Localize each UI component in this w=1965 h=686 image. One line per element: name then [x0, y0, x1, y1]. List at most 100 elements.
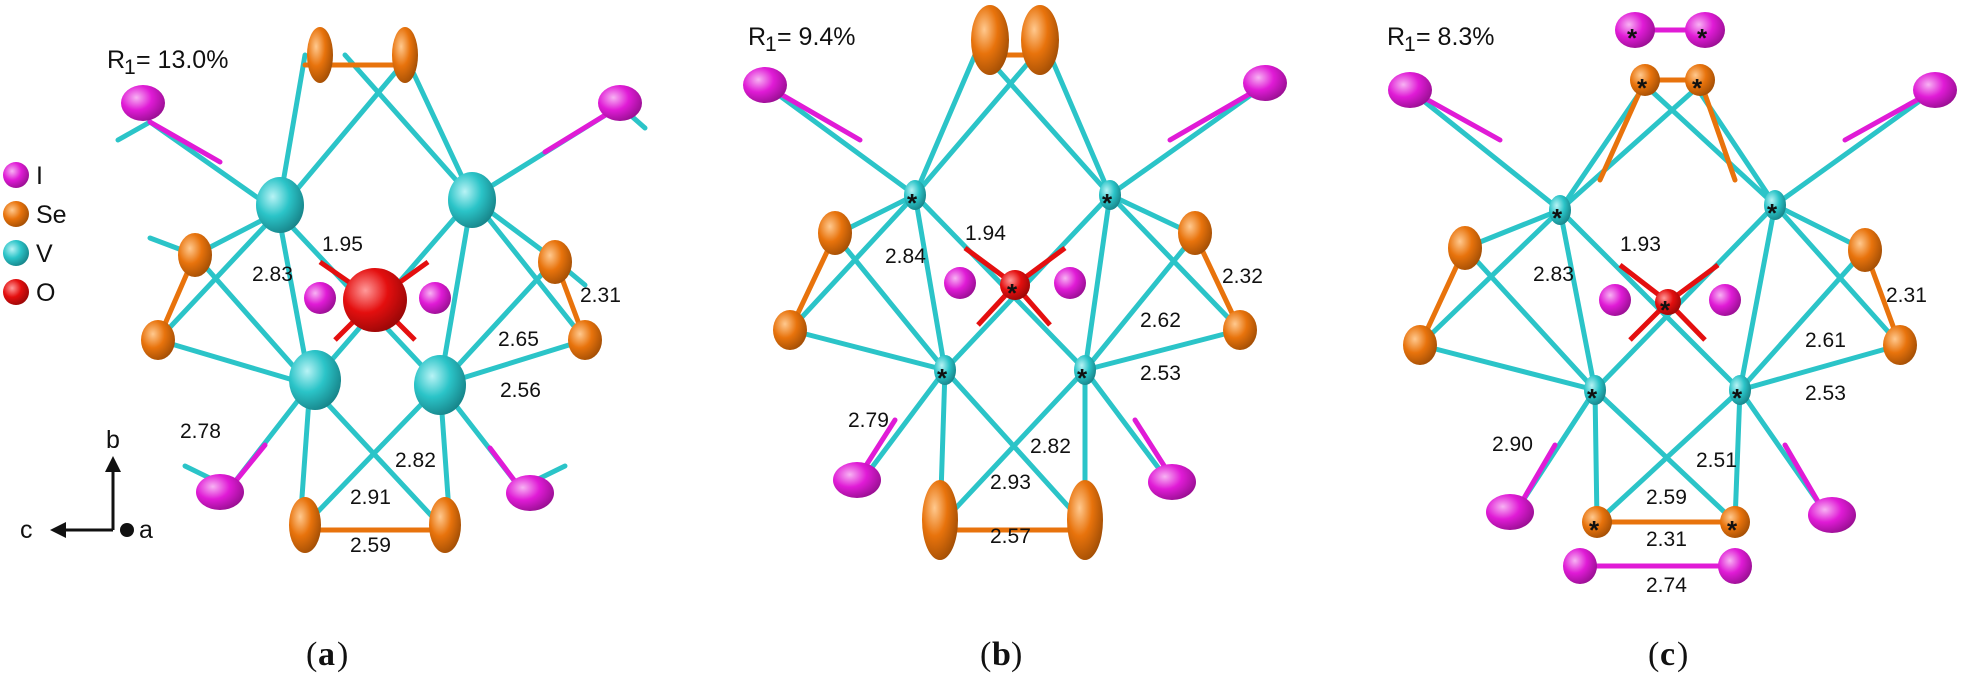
panel-a-bond-label: 2.78 [180, 420, 221, 443]
panel-c-caption-close: ) [1677, 636, 1688, 673]
panel-c: * * * * * * * * * * * R 1 = 8.3% 1.93 2.… [1387, 12, 1957, 673]
panel-c-bond-label: 1.93 [1620, 233, 1661, 256]
panel-b-atom-marker: * [907, 188, 918, 218]
panel-b-oxygen-atom [1000, 270, 1030, 300]
panel-a-r-sub: 1 [124, 56, 136, 79]
panel-a-iodine-atom [598, 85, 642, 121]
panel-c-bond-label: 2.31 [1886, 284, 1927, 307]
panel-b-iodine-atom [944, 267, 976, 299]
axis-triad: b c a [20, 426, 153, 544]
panel-b-bond-label: 2.82 [1030, 435, 1071, 458]
panel-b-r-value: = 9.4% [777, 23, 856, 51]
panel-b: * * * * * R 1 = 9.4% 1.94 2.84 2.32 2.62… [743, 5, 1287, 673]
panel-a-iodine-atom [196, 474, 244, 510]
panel-b-bond-label: 2.93 [990, 471, 1031, 494]
panel-b-bond-label: 2.62 [1140, 309, 1181, 332]
panel-a-vanadium-atom [448, 172, 496, 228]
panel-c-selenium-atom [1582, 506, 1612, 538]
panel-b-r-prefix: R [748, 23, 766, 51]
panel-c-caption-open: ( [1648, 636, 1659, 673]
panel-b-r-sub: 1 [765, 33, 777, 56]
panel-b-iodine-atom [833, 462, 881, 498]
panel-a-caption-close: ) [337, 636, 348, 673]
panel-c-iodine-atom [1709, 284, 1741, 316]
panel-a-iodine-atom [419, 282, 451, 314]
panel-b-atom-marker: * [937, 363, 948, 393]
legend-item-selenium: Se [3, 201, 67, 229]
panel-a-iodine-atom [304, 282, 336, 314]
panel-a-iodine-atom [121, 85, 165, 121]
panel-b-iodine-atom [1054, 267, 1086, 299]
panel-b-selenium-atom [1021, 5, 1059, 75]
panel-c-r-value: = 8.3% [1416, 23, 1495, 51]
panel-b-caption-close: ) [1011, 636, 1022, 673]
panel-a-bond-label: 1.95 [322, 233, 363, 256]
panel-c-caption-letter: c [1660, 636, 1675, 673]
panel-b-bond-label: 2.84 [885, 245, 926, 268]
panel-b-selenium-atom [971, 5, 1009, 75]
panel-b-selenium-atom [922, 480, 958, 560]
panel-b-atom-marker: * [1077, 363, 1088, 393]
panel-c-bond-label: 2.53 [1805, 382, 1846, 405]
panel-c-selenium-atom [1685, 64, 1715, 96]
legend-item-iodine: I [3, 162, 43, 190]
panel-a-bond-label: 2.83 [252, 263, 293, 286]
panel-a-bond-label: 2.82 [395, 449, 436, 472]
panel-c-iodine-atom [1718, 548, 1752, 584]
panel-c-bond-label: 2.51 [1696, 449, 1737, 472]
legend-label-oxygen: O [36, 279, 55, 307]
panel-c-atom-marker: * [1637, 73, 1648, 103]
a-axis-dot [120, 523, 134, 537]
panel-a-selenium-atom [568, 320, 602, 360]
panel-b-iodine-atom [1148, 464, 1196, 500]
panel-b-vanadium-atom [904, 180, 926, 210]
panel-c-iodine-atom [1615, 12, 1655, 48]
panel-c-bond-label: 2.31 [1646, 528, 1687, 551]
panel-a: R 1 = 13.0% 1.95 2.83 2.31 2.65 2.56 2.7… [107, 27, 648, 673]
panel-c-atom-marker: * [1727, 515, 1738, 545]
panel-c-vanadium-atom [1729, 375, 1751, 405]
axis-c-label: c [20, 516, 33, 544]
panel-b-bond-label: 2.53 [1140, 362, 1181, 385]
panel-a-bond-label: 2.59 [350, 534, 391, 557]
panel-c-atom-marker: * [1767, 198, 1778, 228]
panel-b-bond-label: 2.79 [848, 409, 889, 432]
panel-c-bond-label: 2.74 [1646, 574, 1687, 597]
panel-c-atom-marker: * [1660, 295, 1671, 325]
panel-a-r-prefix: R [107, 46, 125, 74]
legend-item-vanadium: V [3, 240, 53, 268]
panel-c-selenium-atom [1848, 228, 1882, 272]
panel-c-atom-marker: * [1589, 515, 1600, 545]
panel-a-oxygen-atom [343, 268, 407, 332]
panel-a-iodine-atom [506, 475, 554, 511]
panel-c-iodine-atom [1913, 72, 1957, 108]
panel-b-vanadium-atom [934, 355, 956, 385]
legend: I Se V O [3, 162, 67, 307]
panel-c-vanadium-atom [1584, 375, 1606, 405]
panel-c-selenium-atom [1448, 226, 1482, 270]
panel-c-selenium-atom [1883, 325, 1917, 365]
panel-a-vanadium-atom [256, 177, 304, 233]
panel-b-selenium-atom [773, 310, 807, 350]
panel-a-bond-label: 2.56 [500, 379, 541, 402]
panel-a-vanadium-atom [289, 350, 341, 410]
panel-c-iodine-atom [1486, 494, 1534, 530]
panel-a-bond-label: 2.91 [350, 486, 391, 509]
panel-c-atom-marker: * [1732, 383, 1743, 413]
panel-b-selenium-atom [1067, 480, 1103, 560]
panel-c-r-sub: 1 [1404, 33, 1416, 56]
panel-c-iodine-atom [1563, 548, 1597, 584]
panel-b-selenium-atom [1223, 310, 1257, 350]
panel-b-iodine-atom [1243, 65, 1287, 101]
panel-c-v-bonds [1407, 82, 1938, 525]
panel-c-selenium-atom [1720, 506, 1750, 538]
panel-b-bond-label: 2.32 [1222, 265, 1263, 288]
panel-c-iodine-atom [1388, 72, 1432, 108]
panel-b-v-bonds [762, 52, 1268, 528]
panel-a-bond-label: 2.65 [498, 328, 539, 351]
panel-b-vanadium-atom [1074, 355, 1096, 385]
panel-a-r-value: = 13.0% [136, 46, 228, 74]
panel-c-bond-label: 2.83 [1533, 263, 1574, 286]
panel-c-atom-marker: * [1697, 23, 1708, 53]
